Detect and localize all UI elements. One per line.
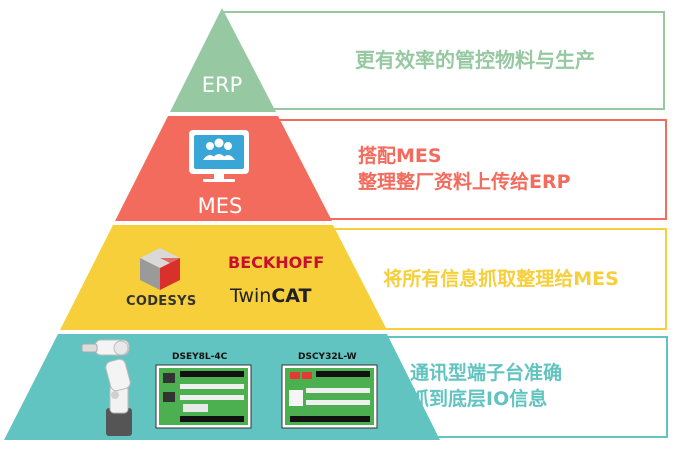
io-module-2-title: DSCY32L-W: [298, 352, 357, 362]
plc-caption: 将所有信息抓取整理给MES: [340, 238, 662, 322]
mes-caption-line-1: 搭配MES: [358, 145, 442, 168]
erp-caption-text: 更有效率的管控物料与生产: [355, 47, 595, 72]
robot-arm-icon: [81, 339, 132, 436]
twincat-logo-part-b: CAT: [271, 285, 312, 307]
plc-caption-box: [332, 228, 667, 330]
codesys-logo-text: CODESYS: [126, 294, 197, 309]
erp-label: ERP: [201, 73, 243, 97]
twincat-logo: TwinCAT: [230, 285, 311, 307]
mes-caption: 搭配MES 整理整厂资料上传给ERP: [330, 128, 660, 212]
io-caption-box: [384, 336, 668, 438]
codesys-logo-icon: [140, 248, 180, 290]
io-module-2: [281, 364, 378, 429]
erp-tier: [170, 8, 276, 112]
plc-caption-text: 将所有信息抓取整理给MES: [383, 268, 619, 291]
mes-caption-box: [277, 119, 667, 220]
erp-caption: 更有效率的管控物料与生产: [290, 20, 660, 100]
monitor-users-icon: [189, 130, 249, 182]
mes-label: MES: [197, 194, 243, 218]
erp-caption-box: [221, 11, 665, 110]
io-module-1: [155, 364, 252, 429]
io-module-1-title: DSEY8L-4C: [172, 352, 228, 362]
beckhoff-logo: BECKHOFF: [228, 253, 325, 272]
plc-tier: [60, 225, 387, 330]
io-caption-line-2: 抓到底层IO信息: [410, 388, 548, 410]
io-caption: 通讯型端子台准确 抓到底层IO信息: [400, 345, 662, 429]
io-caption-line-1: 通讯型端子台准确: [410, 362, 563, 385]
twincat-logo-part-a: Twin: [230, 285, 272, 307]
mes-caption-line-2: 整理整厂资料上传给ERP: [358, 171, 571, 193]
